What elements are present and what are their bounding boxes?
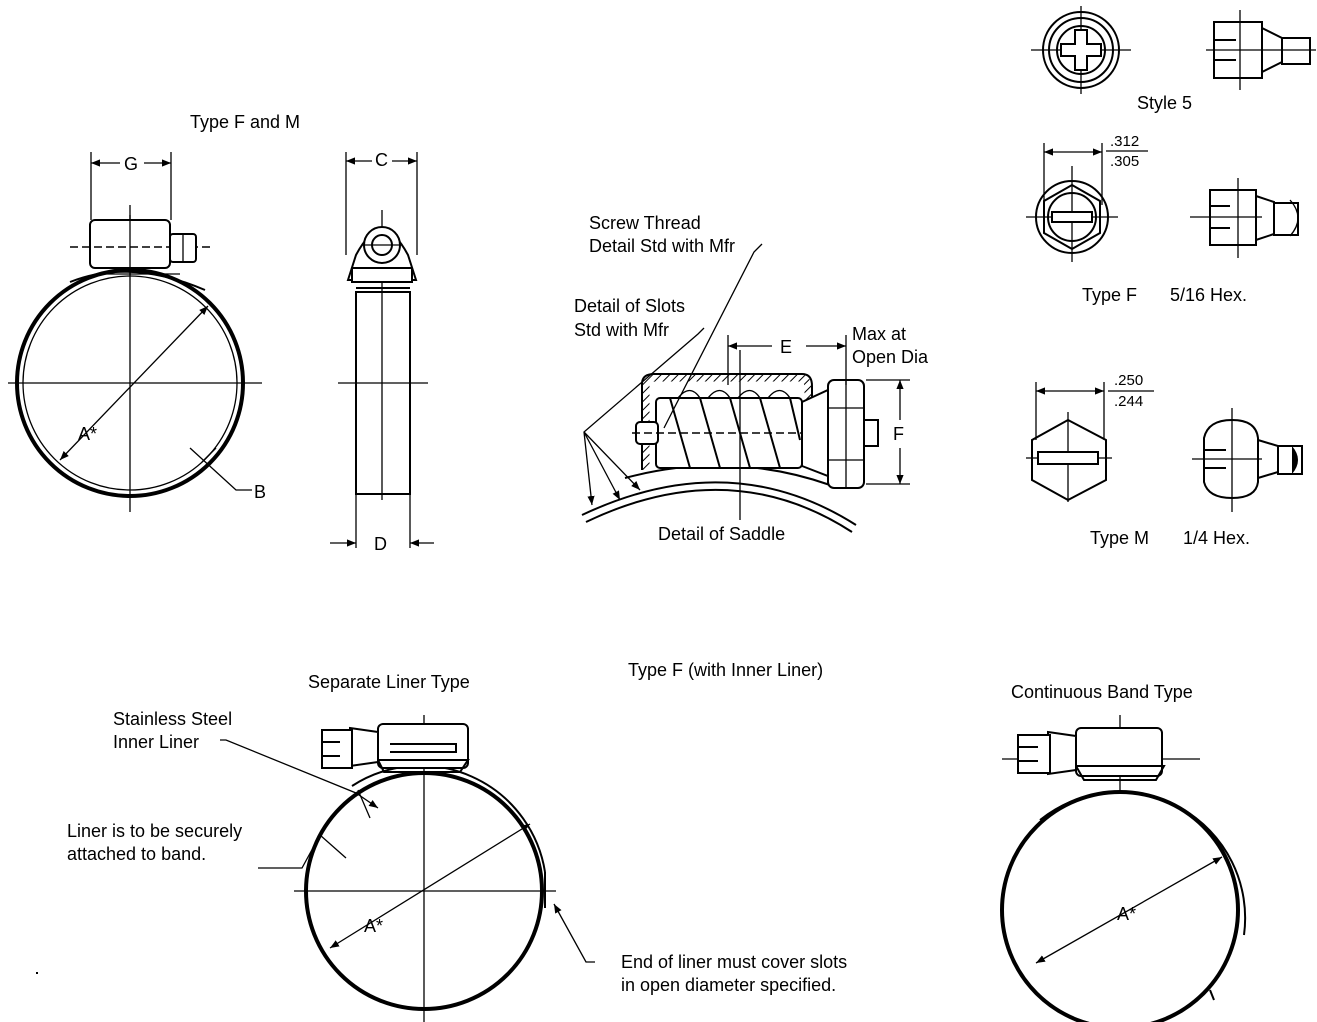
label-screw-thread-2: Detail Std with Mfr <box>589 236 735 256</box>
front-view-clamp <box>8 205 262 512</box>
label-max-open-1: Max at <box>852 324 906 344</box>
label-dim-a3: A* <box>1117 904 1136 924</box>
label-type-m: Type M <box>1090 528 1149 548</box>
label-style5: Style 5 <box>1137 93 1192 113</box>
label-separate-liner: Separate Liner Type <box>308 672 470 692</box>
separate-liner-clamp <box>220 715 595 1022</box>
label-dim-a2: A* <box>364 916 383 936</box>
label-ss-liner-1: Stainless Steel <box>113 709 232 729</box>
label-dim-d: D <box>374 534 387 554</box>
label-slots-1: Detail of Slots <box>574 296 685 316</box>
label-dim-a: A* <box>78 424 97 444</box>
label-screw-thread-1: Screw Thread <box>589 213 701 233</box>
label-type-f: Type F <box>1082 285 1137 305</box>
label-dim-305: .305 <box>1110 153 1139 170</box>
label-hex-516: 5/16 Hex. <box>1170 285 1247 305</box>
side-view-clamp <box>330 152 434 548</box>
speck <box>36 972 38 974</box>
label-inner-liner-title: Type F (with Inner Liner) <box>628 660 823 680</box>
label-dim-250: .250 <box>1114 372 1143 389</box>
label-end-liner-1: End of liner must cover slots <box>621 952 847 972</box>
label-continuous-band: Continuous Band Type <box>1011 682 1193 702</box>
label-saddle: Detail of Saddle <box>658 524 785 544</box>
label-dim-312: .312 <box>1110 133 1139 150</box>
continuous-band-clamp <box>1000 715 1247 1022</box>
label-type-f-and-m: Type F and M <box>190 112 300 132</box>
label-slots-2: Std with Mfr <box>574 320 669 340</box>
label-dim-b: B <box>254 482 266 502</box>
label-max-open-2: Open Dia <box>852 347 929 367</box>
label-hex-14: 1/4 Hex. <box>1183 528 1250 548</box>
label-dim-e: E <box>780 337 792 357</box>
type-m-hex-head <box>1026 382 1303 512</box>
label-dim-244: .244 <box>1114 393 1143 410</box>
screw-housing-detail <box>581 243 910 533</box>
dimension-g <box>90 152 172 220</box>
label-ss-liner-2: Inner Liner <box>113 732 199 752</box>
label-dim-c: C <box>375 150 388 170</box>
label-attached-1: Liner is to be securely <box>67 821 242 841</box>
type-f-hex-head <box>1026 143 1299 262</box>
label-attached-2: attached to band. <box>67 844 206 864</box>
style5-screw-head <box>1031 6 1316 94</box>
label-dim-f: F <box>893 424 904 444</box>
label-end-liner-2: in open diameter specified. <box>621 975 836 995</box>
label-dim-g: G <box>124 154 138 174</box>
